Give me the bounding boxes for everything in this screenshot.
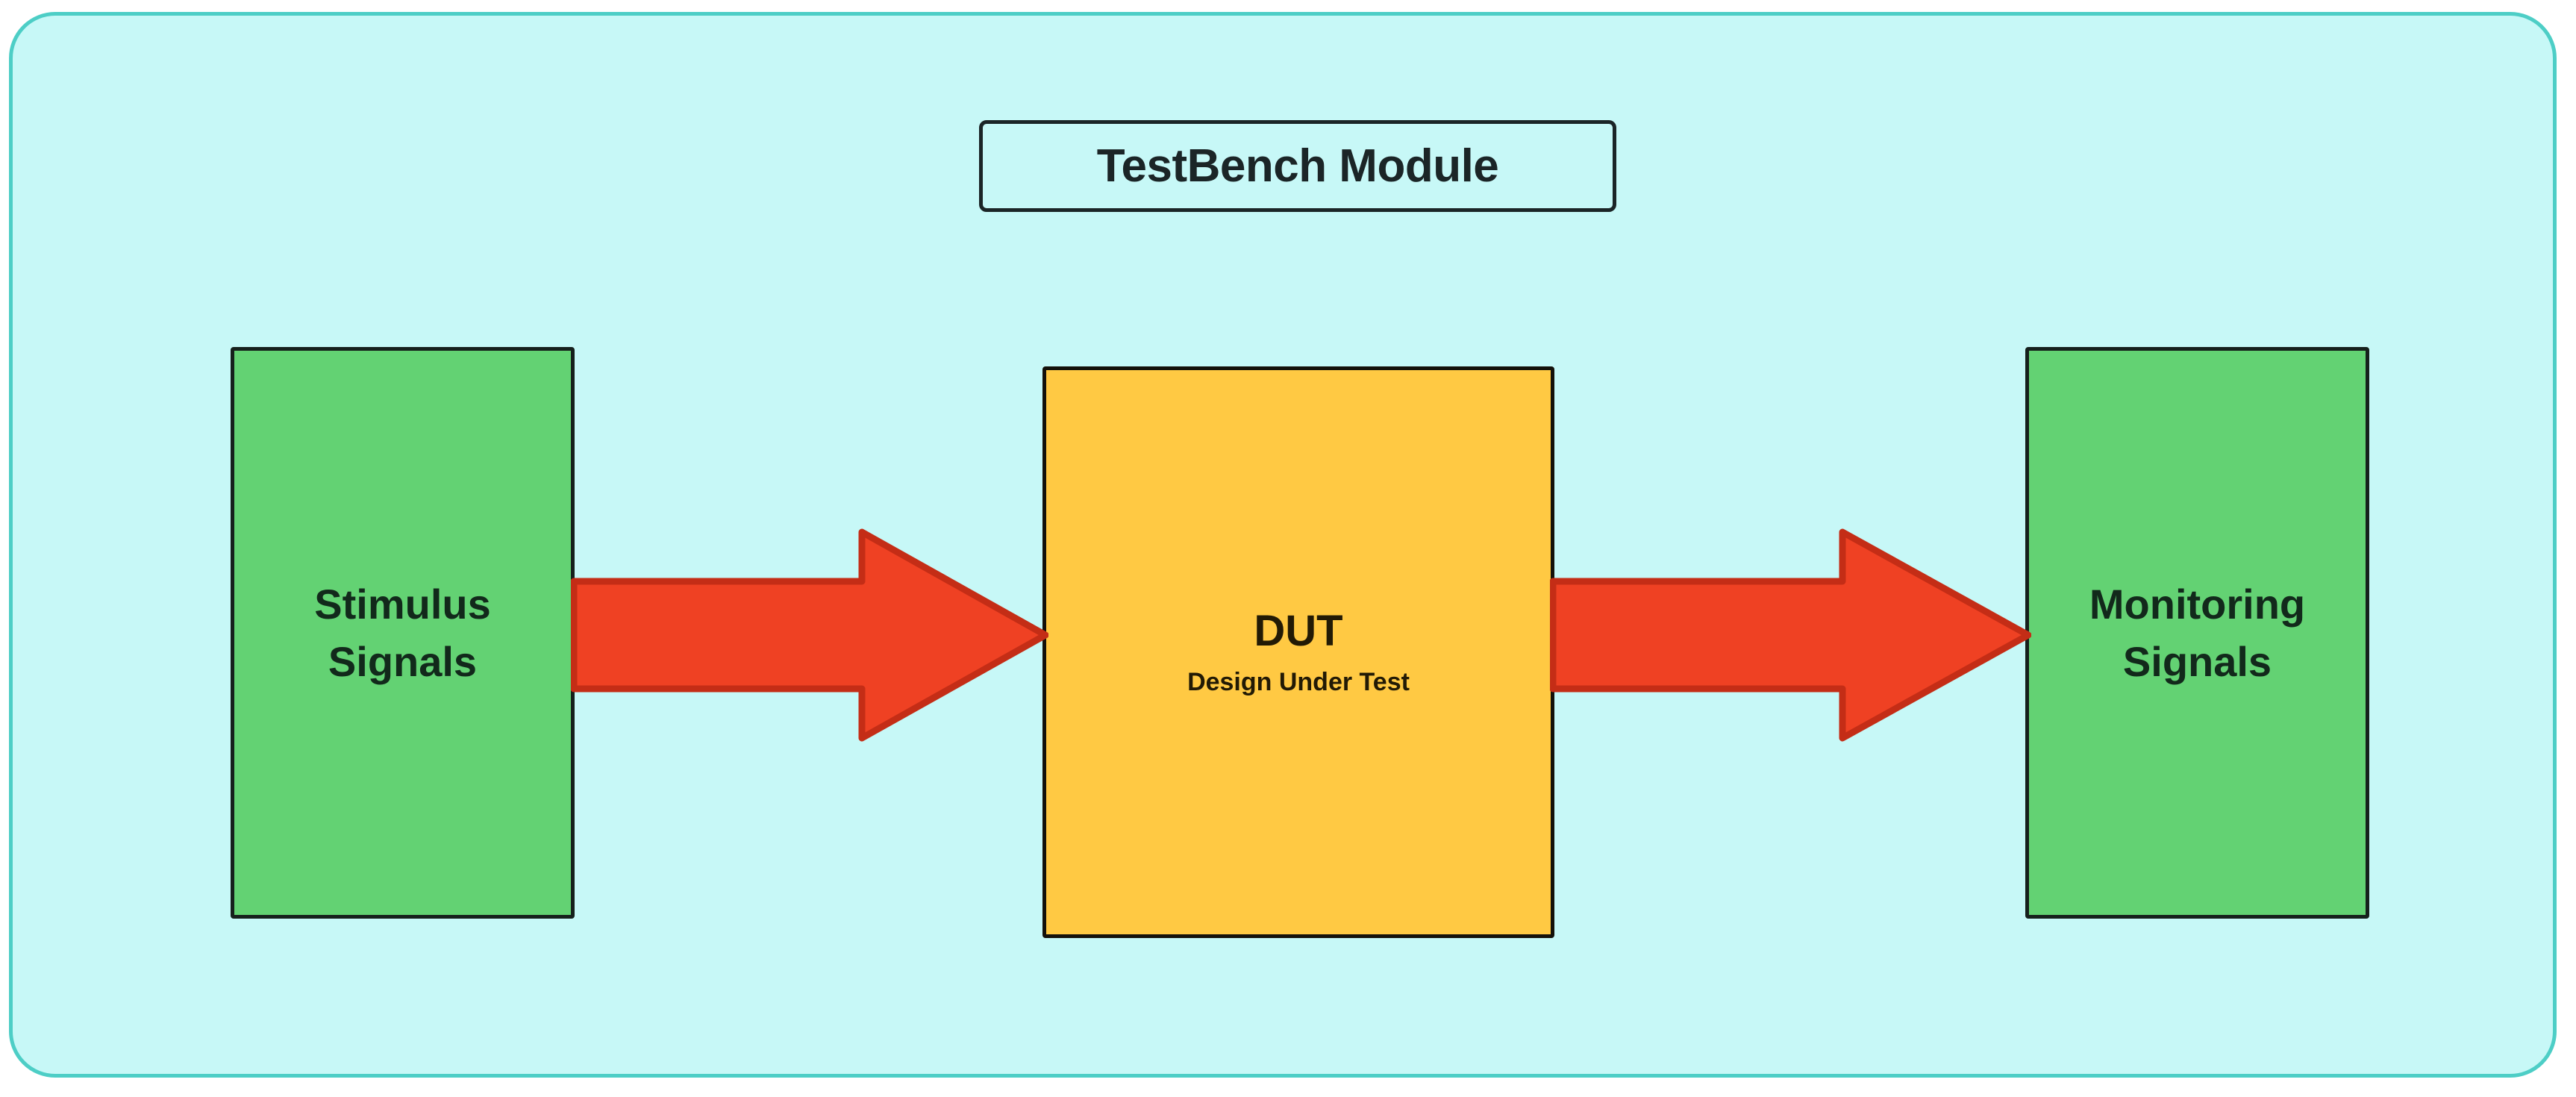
node-dut[interactable]: DUT Design Under Test xyxy=(1042,366,1554,938)
testbench-module-container: TestBench Module Stimulus Signals DUT De… xyxy=(9,12,2557,1078)
node-stimulus-label-line-2: Signals xyxy=(328,638,478,685)
arrow-right-icon-dut-to-monitoring xyxy=(1550,523,2031,747)
arrow-right-icon-stimulus-to-dut xyxy=(571,523,1048,747)
node-dut-subtitle: Design Under Test xyxy=(1187,668,1410,697)
page-title: TestBench Module xyxy=(1096,140,1499,192)
node-stimulus-label-line-1: Stimulus xyxy=(314,580,491,628)
node-stimulus-signals[interactable]: Stimulus Signals xyxy=(231,347,575,919)
node-monitoring-label-line-2: Signals xyxy=(2122,638,2272,685)
node-dut-title: DUT xyxy=(1254,606,1343,655)
node-monitoring-signals[interactable]: Monitoring Signals xyxy=(2025,347,2369,919)
node-monitoring-label-line-1: Monitoring xyxy=(2089,580,2306,628)
testbench-module-title-box: TestBench Module xyxy=(979,120,1616,212)
